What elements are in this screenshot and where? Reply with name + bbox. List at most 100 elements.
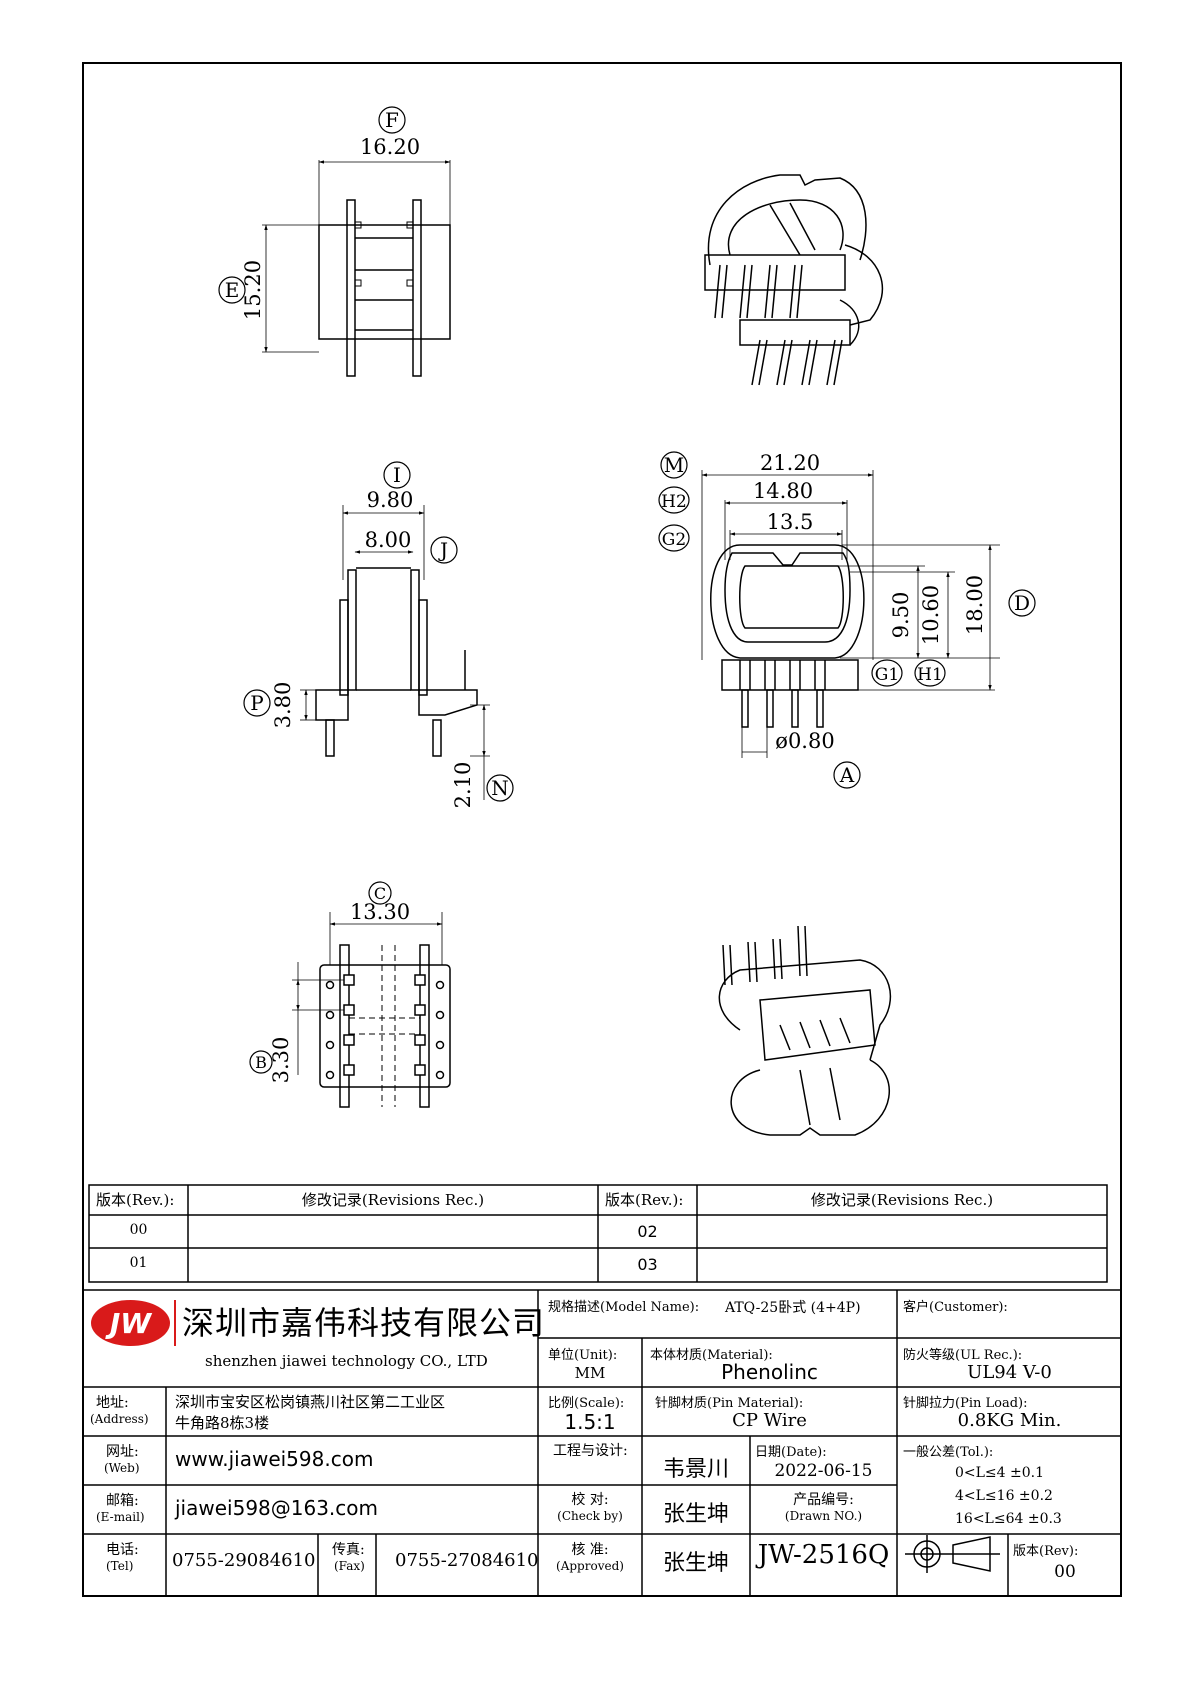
dimension-callouts: F E I J P N C B M H2 G2 G1 H1 D A <box>218 106 1036 1074</box>
rev-row-00: 00 <box>129 1222 148 1238</box>
check-label-en: (Check by) <box>557 1509 623 1523</box>
title-block-grid <box>82 1289 1122 1597</box>
pin-load-value: 0.8KG Min. <box>957 1410 1062 1431</box>
svg-text:P: P <box>250 691 263 715</box>
dim-H2-value: 14.80 <box>753 479 813 503</box>
date-label: 日期(Date): <box>755 1445 827 1460</box>
tol-label: 一般公差(Tol.): <box>903 1445 994 1460</box>
pin-material-label: 针脚材质(Pin Material): <box>655 1396 804 1411</box>
svg-text:N: N <box>491 776 509 800</box>
dim-B-value: 3.30 <box>269 1037 293 1084</box>
dim-P-value: 3.80 <box>271 682 295 729</box>
callout-P: P <box>243 689 271 717</box>
front-view <box>701 470 1000 758</box>
rev-row-01: 01 <box>129 1255 148 1271</box>
fax-label-en: (Fax) <box>334 1559 365 1573</box>
fax-label: 传真: <box>332 1542 365 1558</box>
svg-text:F: F <box>385 108 399 132</box>
drawn-label: 产品编号: <box>793 1492 854 1508</box>
ul-value: UL94 V-0 <box>967 1362 1052 1383</box>
svg-text:G2: G2 <box>662 530 686 550</box>
callout-G1: G1 <box>871 659 903 687</box>
callout-N: N <box>486 774 514 802</box>
model-label: 规格描述(Model Name): <box>548 1300 700 1315</box>
rec-header-left: 修改记录(Revisions Rec.) <box>301 1191 485 1209</box>
svg-text:I: I <box>393 463 401 487</box>
dim-H1-value: 10.60 <box>919 585 943 645</box>
pin-load-label: 针脚拉力(Pin Load): <box>903 1396 1028 1411</box>
unit-label: 单位(Unit): <box>548 1348 618 1363</box>
callout-A: A <box>833 761 861 789</box>
callout-G2: G2 <box>658 524 690 552</box>
web-link[interactable]: www.jiawei598.com <box>175 1447 374 1471</box>
rev-header-right: 版本(Rev.): <box>605 1191 684 1209</box>
dim-N-value: 2.10 <box>451 762 475 809</box>
dim-F-value: 16.20 <box>360 135 420 159</box>
top-view <box>262 160 451 377</box>
rev-row-02: 02 <box>637 1222 658 1241</box>
svg-text:B: B <box>255 1053 267 1072</box>
tol-line3: 16<L≤64 ±0.3 <box>955 1511 1062 1527</box>
unit-value: MM <box>574 1364 606 1382</box>
svg-text:M: M <box>664 453 684 477</box>
svg-text:E: E <box>225 278 240 302</box>
tol-line2: 4<L≤16 ±0.2 <box>955 1488 1053 1504</box>
dim-M-value: 21.20 <box>760 451 820 475</box>
rev-label: 版本(Rev): <box>1013 1544 1079 1559</box>
approver-value: 张生坤 <box>662 1551 729 1576</box>
approve-label-en: (Approved) <box>556 1559 624 1573</box>
rec-header-right: 修改记录(Revisions Rec.) <box>810 1191 994 1209</box>
address-label: 地址: <box>96 1395 129 1411</box>
company-name-cn: 深圳市嘉伟科技有限公司 <box>182 1304 546 1342</box>
rev-value: 00 <box>1054 1562 1076 1582</box>
tel-value: 0755-29084610 <box>172 1550 316 1571</box>
callout-C: C <box>368 881 392 905</box>
isometric-view-bottom <box>718 925 891 1136</box>
svg-text:C: C <box>374 884 386 903</box>
dim-I-value: 9.80 <box>367 488 414 512</box>
ul-label: 防火等级(UL Rec.): <box>903 1348 1023 1363</box>
designer-value: 韦景川 <box>662 1457 729 1482</box>
svg-text:A: A <box>839 763 855 787</box>
svg-text:H1: H1 <box>917 665 943 685</box>
tel-label-en: (Tel) <box>106 1559 134 1573</box>
svg-text:D: D <box>1014 591 1030 615</box>
company-logo: JW <box>91 1300 170 1346</box>
customer-label: 客户(Customer): <box>903 1300 1008 1315</box>
drawing-sheet <box>82 62 1122 1597</box>
callout-I: I <box>383 461 411 489</box>
dim-G1-value: 9.50 <box>889 592 913 639</box>
logo-divider <box>174 1300 176 1346</box>
rev-header-left: 版本(Rev.): <box>96 1191 175 1209</box>
rev-row-03: 03 <box>637 1255 658 1274</box>
address-line2: 牛角路8栋3楼 <box>175 1414 270 1432</box>
revision-table-grid <box>88 1184 1108 1283</box>
web-label-en: (Web) <box>104 1461 140 1475</box>
callout-B: B <box>249 1050 273 1074</box>
email-label-en: (E-mail) <box>96 1510 145 1524</box>
model-value: ATQ-25卧式 (4+4P) <box>725 1300 861 1316</box>
callout-M: M <box>660 451 688 479</box>
dim-D-value: 18.00 <box>963 575 987 635</box>
checker-value: 张生坤 <box>662 1502 729 1527</box>
check-label: 校 对: <box>571 1492 609 1508</box>
dim-A-value: ø0.80 <box>775 729 834 753</box>
projection-symbol-icon <box>905 1535 1000 1573</box>
pin-material-value: CP Wire <box>732 1410 807 1431</box>
fax-value: 0755-27084610 <box>395 1550 539 1571</box>
callout-E: E <box>218 276 246 304</box>
isometric-view-top <box>704 174 884 386</box>
email-link[interactable]: jiawei598@163.com <box>175 1496 379 1520</box>
callout-F: F <box>378 106 406 134</box>
material-label: 本体材质(Material): <box>650 1348 773 1363</box>
callout-D: D <box>1008 589 1036 617</box>
svg-text:G1: G1 <box>875 665 899 685</box>
drawing-number: JW-2516Q <box>757 1540 890 1570</box>
dimension-values: 16.20 15.20 9.80 8.00 3.80 2.10 13.30 3.… <box>241 135 987 1083</box>
date-value: 2022-06-15 <box>774 1461 873 1481</box>
web-label: 网址: <box>106 1444 139 1460</box>
scale-label: 比例(Scale): <box>548 1396 625 1411</box>
bottom-view <box>292 912 451 1108</box>
callout-H1: H1 <box>914 659 946 687</box>
